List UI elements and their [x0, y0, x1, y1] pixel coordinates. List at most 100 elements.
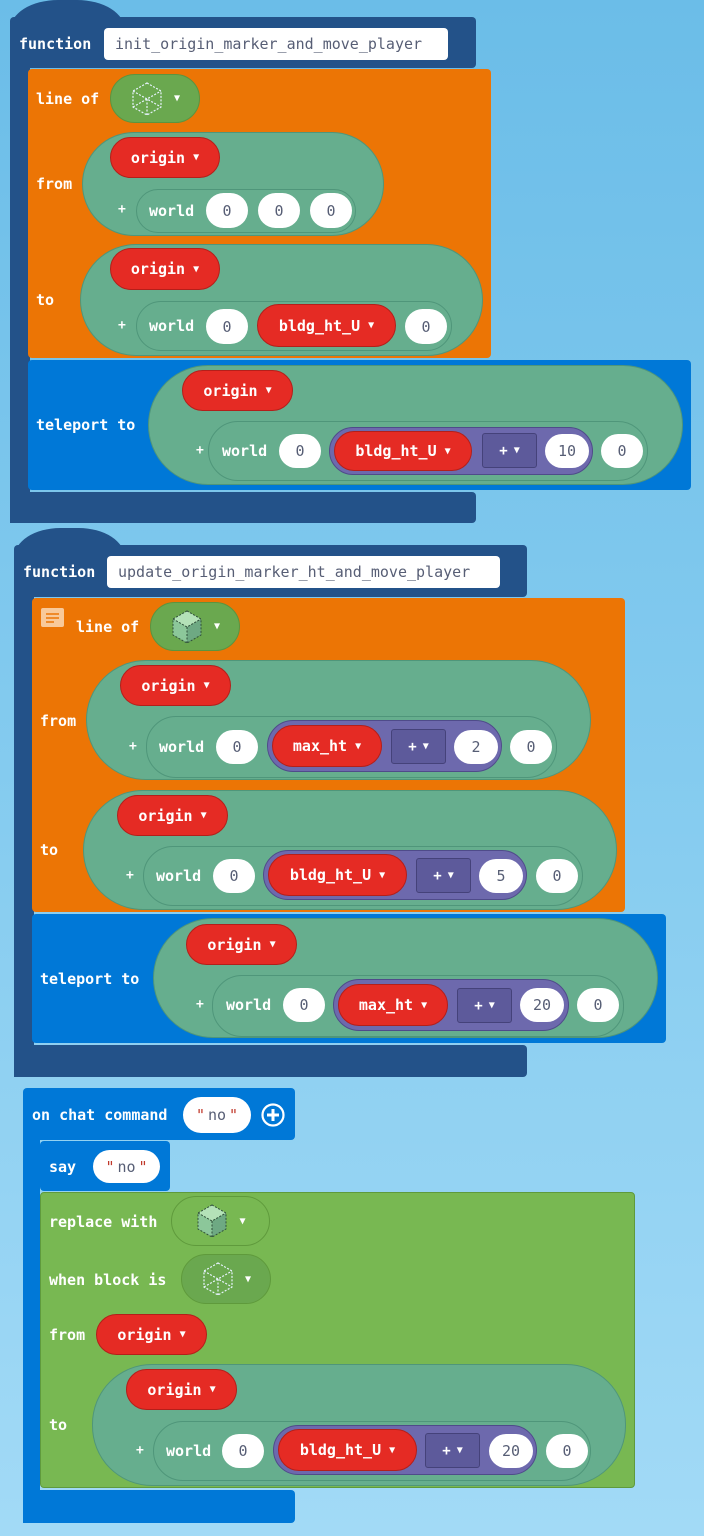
z-input[interactable]: 0 — [577, 988, 619, 1022]
x-input[interactable]: 0 — [206, 193, 248, 228]
function-name-field[interactable]: update_origin_marker_ht_and_move_player — [107, 556, 500, 588]
addend-input[interactable]: 10 — [545, 434, 589, 468]
addend-input[interactable]: 20 — [520, 988, 564, 1022]
origin-variable[interactable]: origin▼ — [110, 137, 220, 178]
operator-symbol: + — [442, 1442, 451, 1459]
x-input[interactable]: 0 — [206, 309, 248, 344]
operator-dropdown[interactable]: +▼ — [482, 433, 537, 468]
function-keyword: function — [19, 35, 92, 53]
origin-variable[interactable]: origin▼ — [110, 248, 220, 290]
dropdown-arrow-icon: ▼ — [265, 385, 272, 396]
bldg-ht-variable[interactable]: bldg_ht_U▼ — [257, 304, 396, 347]
z-input[interactable]: 0 — [601, 434, 643, 468]
z-input[interactable]: 0 — [405, 309, 447, 344]
bldg-ht-variable[interactable]: bldg_ht_U ▼ — [278, 1429, 417, 1471]
add-parameter-icon[interactable] — [261, 1103, 285, 1127]
say-string-input[interactable]: "no" — [93, 1150, 160, 1183]
function-footer — [14, 1045, 527, 1077]
from-label: from — [49, 1326, 86, 1344]
bldg-ht-variable[interactable]: bldg_ht_U▼ — [334, 431, 472, 471]
dropdown-arrow-icon: ▼ — [447, 870, 454, 881]
dropdown-arrow-icon: ▼ — [244, 1273, 252, 1285]
quote-mark: " — [195, 1106, 205, 1124]
dropdown-arrow-icon: ▼ — [421, 999, 428, 1011]
addend-input[interactable]: 20 — [489, 1434, 533, 1468]
variable-name: origin — [141, 676, 196, 695]
z-input[interactable]: 0 — [310, 193, 352, 228]
plus-label: + — [196, 997, 204, 1012]
z-input[interactable]: 0 — [510, 730, 552, 764]
teleport-label: teleport to — [36, 416, 136, 434]
world-label: world — [226, 996, 272, 1014]
z-input[interactable]: 0 — [546, 1434, 588, 1468]
origin-variable[interactable]: origin ▼ — [120, 665, 231, 706]
command-string-input[interactable]: "no" — [183, 1097, 251, 1133]
dropdown-arrow-icon: ▼ — [355, 740, 362, 752]
addend-input[interactable]: 5 — [479, 859, 523, 893]
dropdown-arrow-icon: ▼ — [513, 445, 520, 456]
chat-command-body-bar — [23, 1130, 40, 1523]
addend-input[interactable]: 2 — [454, 730, 498, 764]
teleport-label: teleport to — [40, 970, 140, 988]
operator-dropdown[interactable]: +▼ — [391, 729, 446, 764]
to-label: to — [40, 841, 59, 859]
dropdown-arrow-icon: ▼ — [203, 680, 210, 691]
block-picker-dropdown[interactable]: ▼ — [110, 74, 200, 123]
green-glass-block-icon — [170, 609, 204, 645]
x-input[interactable]: 0 — [283, 988, 325, 1022]
origin-variable[interactable]: origin ▼ — [182, 370, 293, 411]
operator-dropdown[interactable]: +▼ — [457, 988, 512, 1023]
variable-name: origin — [203, 381, 258, 400]
plus-label: + — [196, 443, 204, 458]
dropdown-arrow-icon: ▼ — [269, 939, 276, 950]
dropdown-arrow-icon: ▼ — [456, 1445, 463, 1456]
string-value: no — [117, 1157, 136, 1176]
max-ht-variable[interactable]: max_ht▼ — [338, 984, 448, 1026]
dropdown-arrow-icon: ▼ — [173, 93, 181, 104]
replace-with-label: replace with — [49, 1213, 158, 1231]
variable-name: bldg_ht_U — [355, 442, 437, 460]
variable-name: origin — [147, 1380, 202, 1399]
block-picker-dropdown[interactable]: ▼ — [181, 1254, 271, 1304]
variable-name: bldg_ht_U — [299, 1441, 382, 1459]
dropdown-arrow-icon: ▼ — [239, 1215, 246, 1227]
from-label: from — [36, 175, 73, 193]
operator-symbol: + — [474, 997, 483, 1014]
plus-label: + — [118, 202, 126, 217]
chat-command-footer — [23, 1490, 295, 1523]
dropdown-arrow-icon: ▼ — [488, 1000, 495, 1011]
world-label: world — [166, 1442, 212, 1460]
origin-variable[interactable]: origin▼ — [96, 1314, 207, 1355]
comment-icon[interactable] — [41, 608, 64, 627]
operator-dropdown[interactable]: +▼ — [416, 858, 471, 893]
origin-variable[interactable]: origin▼ — [117, 795, 228, 836]
operator-symbol: + — [408, 738, 417, 755]
bldg-ht-variable[interactable]: bldg_ht_U▼ — [268, 854, 407, 896]
block-picker-dropdown[interactable]: ▼ — [150, 602, 240, 651]
dropdown-arrow-icon: ▼ — [389, 1444, 396, 1456]
block-picker-dropdown[interactable]: ▼ — [171, 1196, 270, 1246]
operator-symbol: + — [433, 867, 442, 884]
function-name-field[interactable]: init_origin_marker_and_move_player — [104, 28, 448, 60]
world-label: world — [222, 442, 268, 460]
origin-variable[interactable]: origin▼ — [186, 924, 297, 965]
plus-label: + — [118, 318, 126, 333]
x-input[interactable]: 0 — [279, 434, 321, 468]
max-ht-variable[interactable]: max_ht▼ — [272, 725, 382, 767]
x-input[interactable]: 0 — [213, 859, 255, 893]
function-footer — [10, 492, 476, 523]
variable-name: origin — [138, 806, 193, 825]
plus-label: + — [126, 868, 134, 883]
y-input[interactable]: 0 — [258, 193, 300, 228]
dropdown-arrow-icon: ▼ — [193, 263, 200, 275]
line-of-label: line of — [36, 90, 100, 108]
world-label: world — [149, 317, 195, 335]
operator-dropdown[interactable]: +▼ — [425, 1433, 480, 1468]
x-input[interactable]: 0 — [222, 1434, 264, 1468]
when-block-is-label: when block is — [49, 1271, 167, 1289]
dropdown-arrow-icon: ▼ — [213, 621, 221, 632]
z-input[interactable]: 0 — [536, 859, 578, 893]
variable-name: origin — [130, 148, 186, 167]
x-input[interactable]: 0 — [216, 730, 258, 764]
origin-variable[interactable]: origin▼ — [126, 1369, 237, 1410]
